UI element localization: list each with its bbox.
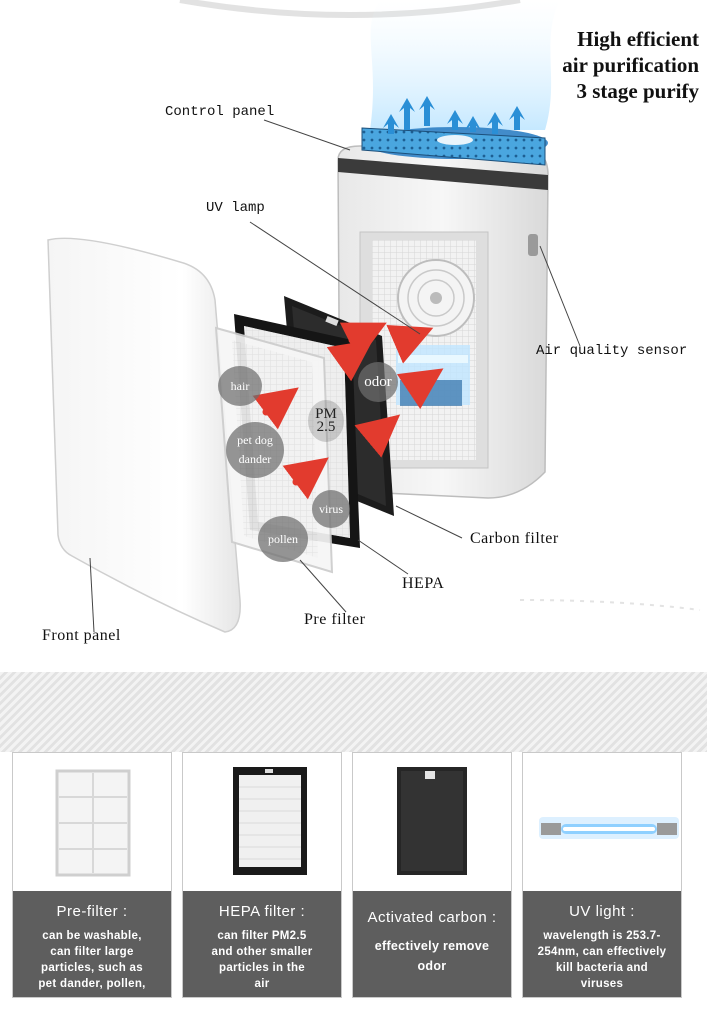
- pre-filter-image: [13, 753, 171, 891]
- headline-line-2: air purification: [562, 53, 699, 77]
- card-pre-filter: Pre-filter : can be washable,can filter …: [12, 752, 172, 998]
- headline-line-1: High efficient: [577, 27, 699, 51]
- callout-control-panel: Control panel: [165, 104, 275, 120]
- uv-light-title: UV light :: [569, 903, 635, 920]
- uv-light-image: [523, 753, 681, 891]
- hepa-filter-image: [183, 753, 341, 891]
- bubble-virus: virus: [312, 490, 350, 528]
- exploded-diagram: High efficient air purification 3 stage …: [42, 0, 701, 644]
- headline: High efficient air purification 3 stage …: [562, 26, 699, 104]
- callout-air-quality-sensor: Air quality sensor: [536, 343, 688, 359]
- callout-carbon-filter: Carbon filter: [470, 530, 559, 547]
- bubble-hair: hair: [218, 366, 262, 406]
- pre-filter-title: Pre-filter :: [56, 903, 128, 920]
- section-divider: [0, 672, 707, 752]
- callout-uv-lamp: UV lamp: [206, 200, 265, 216]
- activated-carbon-image: [353, 753, 511, 891]
- callout-pre-filter: Pre filter: [304, 611, 366, 628]
- front-panel-shape: [47, 237, 241, 633]
- pre-filter-caption: Pre-filter : can be washable,can filter …: [13, 891, 171, 997]
- airflow-arrows: [383, 96, 525, 134]
- leader-lines: [89, 119, 581, 633]
- headline-line-3: 3 stage purify: [576, 79, 700, 103]
- bubble-odor: odor: [358, 362, 398, 402]
- hepa-filter-title: HEPA filter :: [218, 903, 306, 920]
- uv-light-desc: wavelength is 253.7-254nm, can effective…: [537, 930, 667, 990]
- red-flow-arrows: [252, 322, 444, 500]
- bubble-pollen: pollen: [258, 516, 308, 562]
- card-uv-light: UV light : wavelength is 253.7-254nm, ca…: [522, 752, 682, 998]
- callout-front-panel: Front panel: [42, 627, 121, 644]
- uv-light-caption: UV light : wavelength is 253.7-254nm, ca…: [523, 891, 681, 997]
- activated-carbon-title: Activated carbon :: [367, 909, 497, 926]
- callout-hepa: HEPA: [402, 575, 445, 592]
